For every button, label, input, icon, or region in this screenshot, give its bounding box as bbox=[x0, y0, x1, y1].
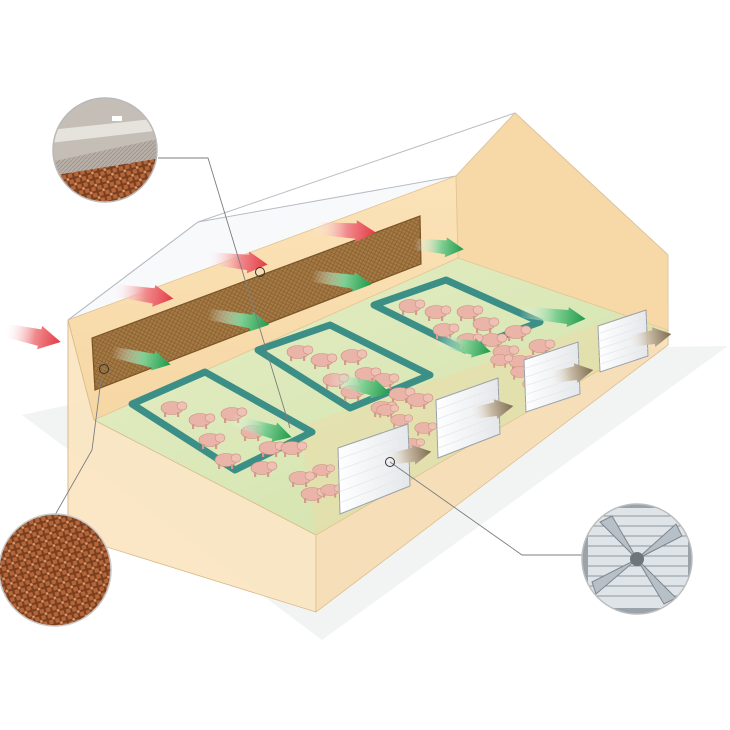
warm-air-arrow bbox=[311, 220, 376, 243]
exhaust-air-arrow bbox=[467, 399, 514, 420]
inset-pad-texture bbox=[0, 513, 112, 627]
pig bbox=[376, 404, 400, 418]
cool-air-arrow bbox=[110, 346, 171, 371]
pig bbox=[424, 305, 452, 321]
warm-air-arrow bbox=[205, 251, 268, 274]
pig bbox=[456, 305, 484, 321]
pig bbox=[312, 464, 336, 478]
pig bbox=[280, 441, 308, 457]
pig bbox=[504, 325, 532, 341]
airflow-arrows bbox=[2, 220, 672, 466]
pig bbox=[480, 333, 508, 349]
inset-exhaust-fan bbox=[581, 503, 693, 615]
cool-air-arrow bbox=[311, 270, 372, 292]
pig bbox=[398, 299, 426, 315]
pig bbox=[490, 354, 514, 368]
cool-air-arrow bbox=[230, 414, 292, 442]
leader-lines bbox=[54, 157, 582, 556]
pig bbox=[390, 414, 414, 428]
cool-air-arrow bbox=[413, 237, 464, 258]
pig bbox=[340, 349, 368, 365]
pen-2 bbox=[254, 321, 434, 412]
pen-1 bbox=[128, 368, 316, 474]
warm-air-arrow bbox=[2, 323, 61, 350]
exhaust-fan-unit bbox=[435, 377, 501, 459]
exhaust-fan-unit bbox=[337, 423, 411, 515]
leader-markers bbox=[99, 267, 395, 467]
pig bbox=[160, 401, 188, 417]
exhaust-air-arrow bbox=[547, 363, 594, 384]
pig bbox=[472, 317, 500, 333]
pig-pens bbox=[128, 276, 544, 474]
pig bbox=[432, 323, 460, 339]
cool-air-arrow bbox=[207, 308, 270, 332]
cooling-pad bbox=[91, 215, 422, 391]
cool-air-arrow bbox=[519, 306, 586, 327]
gable-wall bbox=[455, 112, 669, 331]
pig bbox=[188, 413, 216, 429]
pig bbox=[250, 461, 278, 477]
pig bbox=[214, 453, 242, 469]
pig bbox=[286, 345, 314, 361]
exhaust-air-arrow bbox=[625, 327, 672, 348]
warm-air-arrow bbox=[111, 284, 174, 307]
pig bbox=[288, 471, 316, 487]
inset-pad-frame bbox=[52, 97, 158, 203]
exhaust-fans bbox=[337, 309, 649, 515]
cool-air-arrow bbox=[434, 334, 491, 358]
cool-air-arrow bbox=[328, 372, 391, 399]
exhaust-air-arrow bbox=[383, 444, 432, 466]
pen-3 bbox=[370, 276, 544, 354]
pig bbox=[198, 433, 226, 449]
pig bbox=[310, 353, 338, 369]
pig bbox=[406, 393, 434, 409]
